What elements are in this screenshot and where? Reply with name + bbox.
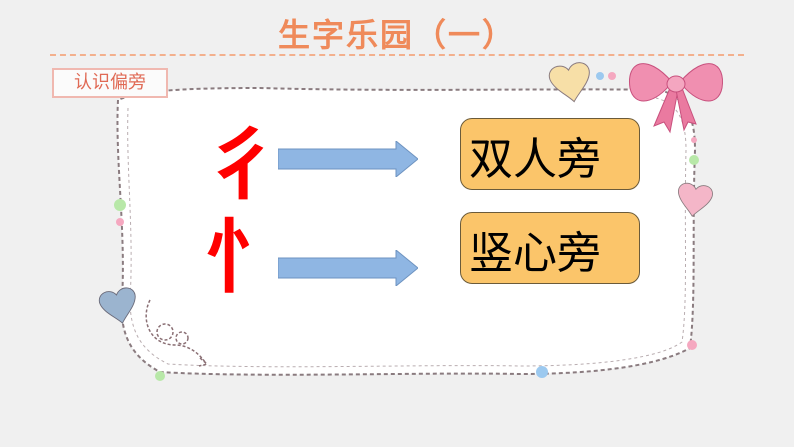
dot-decoration (596, 72, 604, 80)
heart-icon (677, 182, 713, 217)
dot-decoration (689, 155, 699, 165)
dot-decoration (116, 218, 124, 226)
arrow-icon (278, 141, 418, 177)
arrow-icon (278, 250, 418, 286)
dot-decoration (691, 137, 697, 143)
page-title: 生字乐园（一） (277, 16, 516, 54)
heart-icon (548, 62, 590, 103)
bow-ribbon-icon (629, 63, 723, 134)
dot-decoration (114, 199, 126, 211)
radical-glyph: 忄 (205, 211, 285, 304)
radical-name: 双人旁 (469, 134, 601, 185)
dot-decoration (536, 366, 548, 378)
radical-name-box: 双人旁 (460, 118, 640, 190)
section-tag: 认识偏旁 (52, 68, 168, 98)
radical-glyph: 彳 (203, 118, 283, 211)
dot-decoration (155, 371, 165, 381)
radical-name: 竖心旁 (469, 228, 601, 279)
dot-decoration (608, 72, 616, 80)
radical-name-box: 竖心旁 (460, 212, 640, 284)
title-divider (50, 54, 744, 56)
swirl-doodle (145, 299, 209, 367)
heart-icon (98, 287, 136, 324)
dot-decoration (687, 340, 697, 350)
